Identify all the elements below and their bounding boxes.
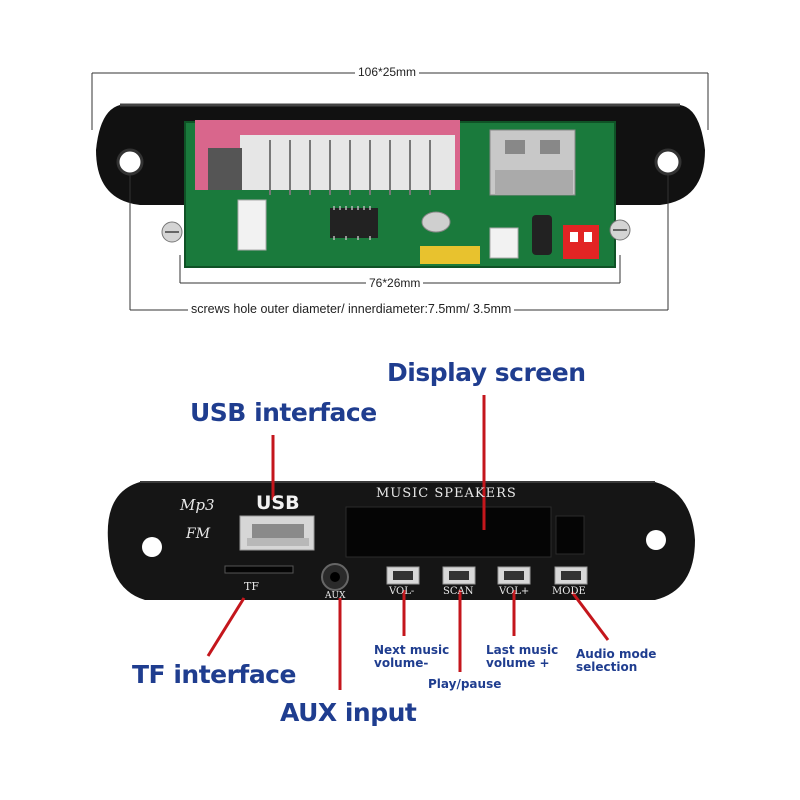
leader-lines [206, 395, 610, 690]
panel-button-vol-minus: VOL- [389, 586, 415, 597]
board-dimension-label: 76*26mm [366, 276, 424, 290]
panel-aux-label: AUX [325, 591, 346, 601]
panel-tf-slot [224, 565, 294, 574]
screw-hole-dimension-label: screws hole outer diameter/ innerdiamete… [188, 302, 515, 316]
panel-button-scan: SCAN [443, 586, 474, 597]
aux-input-callout: AUX input [280, 698, 417, 727]
panel-button-mode: MODE [552, 586, 586, 597]
next-music-callout: Next music volume- [374, 643, 450, 670]
panel-hole-right [646, 530, 666, 550]
play-pause-callout: Play/pause [428, 677, 502, 691]
last-music-callout: Last music volume + [486, 643, 559, 670]
panel-tf-label: TF [244, 580, 259, 593]
panel-display-window [345, 506, 552, 558]
panel-title: MUSIC SPEAKERS [376, 486, 517, 501]
usb-interface-callout: USB interface [190, 398, 377, 427]
panel-usb-label: USB [256, 492, 300, 514]
main-chip [330, 208, 378, 238]
panel-hole-left [142, 537, 162, 557]
panel-brand-fm: FM [186, 526, 211, 542]
audio-mode-callout: Audio mode selection [576, 647, 657, 674]
panel-brand-mp3: Mp3 [180, 496, 215, 514]
screw-hole-right [654, 148, 682, 176]
overall-dimension-label: 106*25mm [355, 65, 420, 79]
display-screen-callout: Display screen [387, 358, 586, 387]
panel-ir-window [555, 515, 585, 555]
panel-button-vol-plus: VOL+ [499, 586, 530, 597]
tf-interface-callout: TF interface [132, 660, 296, 689]
